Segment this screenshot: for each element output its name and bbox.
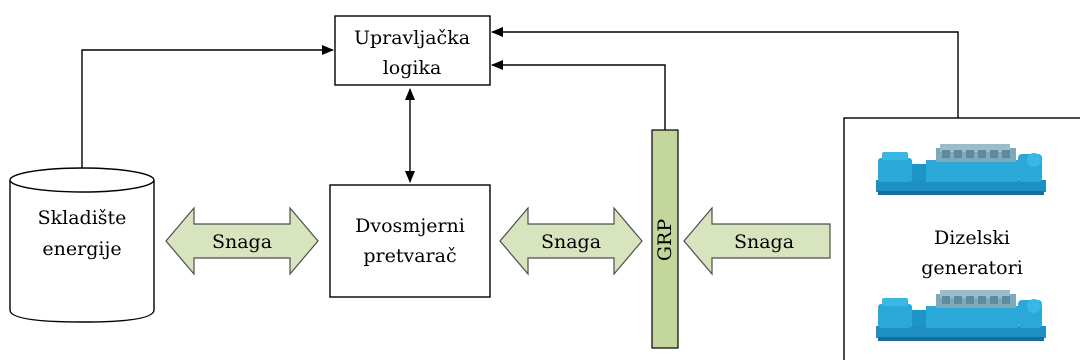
converter-label-line1: Dvosmjerni bbox=[355, 215, 465, 237]
storage-to-logic-connector bbox=[81, 45, 334, 168]
power-arrow-storage-converter bbox=[165, 206, 319, 276]
power-arrow-diesel-grp bbox=[683, 206, 831, 276]
storage-label-line2: energije bbox=[42, 238, 121, 260]
converter-box bbox=[329, 184, 491, 298]
grp-to-logic-connector bbox=[491, 60, 666, 130]
storage-label-line1: Skladište bbox=[38, 207, 127, 229]
energy-storage-cylinder bbox=[9, 167, 155, 323]
power-label-diesel-grp: Snaga bbox=[734, 231, 794, 253]
converter-label-line2: pretvarač bbox=[363, 245, 456, 267]
control-logic-label-line1: Upravljačka bbox=[354, 27, 470, 49]
power-label-storage-converter: Snaga bbox=[212, 231, 272, 253]
diesel-to-logic-connector bbox=[491, 27, 959, 118]
control-logic-box bbox=[334, 15, 491, 86]
diesel-label-line2: generatori bbox=[921, 257, 1023, 279]
control-logic-label-line2: logika bbox=[383, 57, 442, 79]
power-arrow-converter-grp bbox=[499, 206, 643, 276]
diesel-label-line1: Dizelski bbox=[934, 227, 1010, 249]
power-label-converter-grp: Snaga bbox=[541, 231, 601, 253]
grp-label: GRP bbox=[654, 219, 676, 261]
